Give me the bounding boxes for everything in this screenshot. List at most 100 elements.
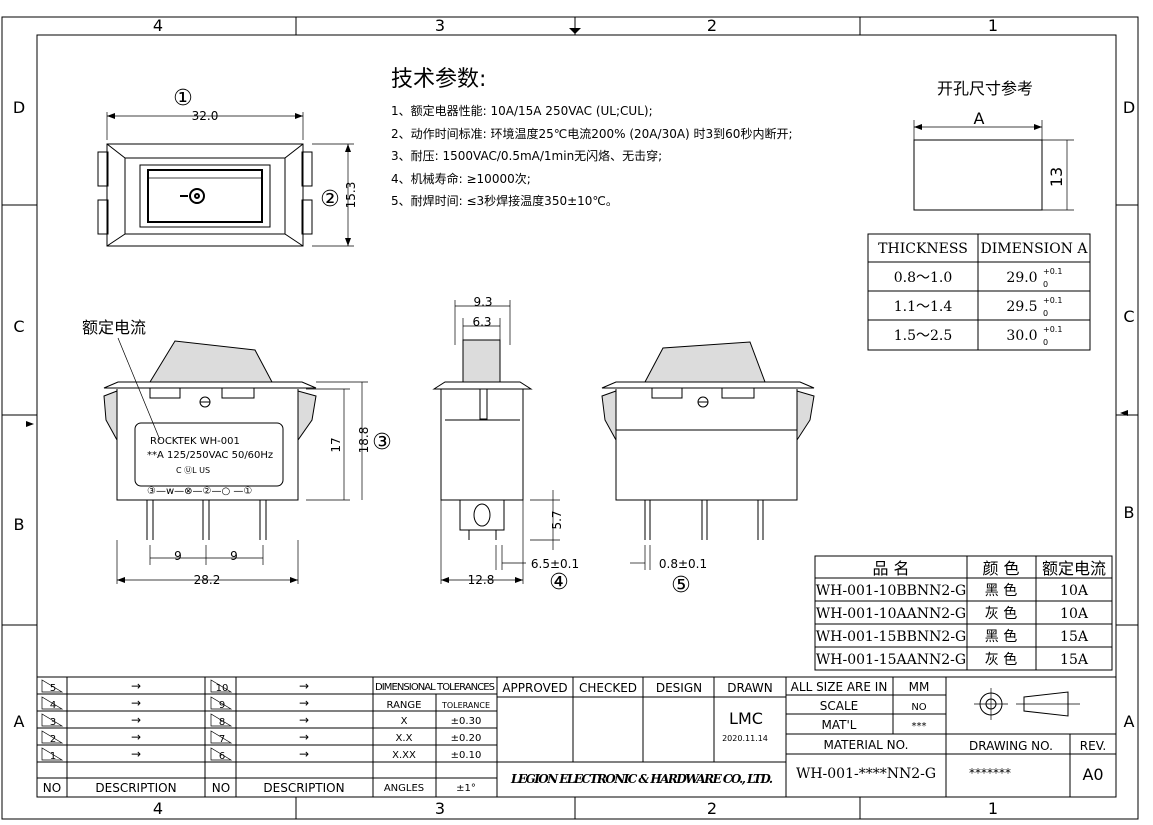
svg-text:WH-001-10BBNN2-G: WH-001-10BBNN2-G — [816, 583, 967, 599]
zone-col-1-top: 1 — [988, 16, 998, 35]
zone-row-c-left: C — [13, 317, 24, 336]
revision-arrow-icon: → — [131, 679, 141, 693]
zone-row-d-left: D — [13, 98, 25, 117]
inner-border — [36, 34, 1117, 798]
revision-number: 1 — [50, 751, 56, 762]
dim-right-0-8: 0.8±0.1 — [659, 557, 707, 571]
product-color-header: 颜 色 — [982, 559, 1019, 578]
svg-text:+0.1: +0.1 — [1043, 267, 1062, 276]
switch-label-brand: ROCKTEK WH-001 — [150, 436, 240, 447]
svg-text:29.0: 29.0 — [1006, 270, 1037, 286]
svg-text:黑 色: 黑 色 — [985, 628, 1017, 645]
size-label: ALL SIZE ARE IN — [791, 680, 888, 694]
revision-number: 10 — [216, 683, 229, 694]
zone-row-b-right: B — [1124, 503, 1135, 522]
revision-arrow-icon: → — [131, 730, 141, 744]
zone-row-a-left: A — [14, 712, 25, 731]
checked-header: CHECKED — [579, 681, 637, 695]
tolerance-range-header: RANGE — [387, 700, 422, 711]
zone-col-4-bottom: 4 — [153, 799, 163, 818]
product-current-header: 额定电流 — [1042, 559, 1106, 578]
svg-text:30.0: 30.0 — [1006, 328, 1037, 344]
svg-text:WH-001-15BBNN2-G: WH-001-15BBNN2-G — [816, 629, 967, 645]
tolerance-value: ±0.10 — [451, 750, 482, 761]
center-arrow-left-icon — [26, 421, 34, 427]
switch-label-schematic: ③—w—⊗—②—○ —① — [147, 486, 252, 497]
scale-value: NO — [911, 702, 926, 713]
svg-text:黑 色: 黑 色 — [985, 582, 1017, 599]
tolerance-value: ±1° — [456, 783, 476, 794]
revision-arrow-icon: → — [131, 696, 141, 710]
back-view-switch — [601, 341, 815, 570]
scale-label: SCALE — [820, 699, 858, 713]
zone-ticks — [2, 17, 1138, 819]
rev-value: A0 — [1082, 765, 1103, 784]
outer-border — [1, 16, 1139, 820]
tolerance-range: X — [401, 716, 408, 727]
dim-mid-12-8: 12.8 — [468, 573, 495, 587]
material-label: MAT'L — [822, 718, 857, 732]
design-header: DESIGN — [656, 681, 702, 695]
zone-col-4-top: 4 — [153, 16, 163, 35]
dim-mid-9-3: 9.3 — [473, 295, 492, 309]
rated-current-note: 额定电流 — [82, 318, 146, 337]
dim-base-width: 28.2 — [194, 573, 221, 587]
tolerance-range: X.X — [396, 733, 413, 744]
zone-row-b-left: B — [14, 515, 25, 534]
zone-row-a-right: A — [1124, 712, 1135, 731]
tolerance-range: ANGLES — [384, 783, 424, 794]
svg-text:0: 0 — [1043, 309, 1048, 318]
switch-label-rating: **A 125/250VAC 50/60Hz — [147, 450, 273, 461]
title-block-grid — [37, 676, 1116, 797]
size-unit: MM — [909, 680, 930, 694]
svg-text:1.1～1.4: 1.1～1.4 — [894, 299, 953, 315]
revision-arrow-icon: → — [299, 679, 309, 693]
svg-text:15A: 15A — [1060, 652, 1089, 668]
switch-label-cert: C ⓊL US — [176, 466, 210, 475]
specs-title: 技术参数: — [391, 67, 486, 92]
dim-top-width: 32.0 — [192, 109, 219, 123]
callout-5: ⑤ — [671, 573, 691, 598]
svg-text:29.5: 29.5 — [1006, 299, 1037, 315]
side-view-switch — [432, 300, 560, 584]
tolerances-title: DIMENSIONAL TOLERANCES — [375, 682, 495, 693]
revision-arrow-icon: → — [299, 747, 309, 761]
revision-number: 6 — [219, 751, 225, 762]
svg-text:灰 色: 灰 色 — [985, 605, 1017, 622]
dim-side-18-8: 18.8 — [357, 427, 371, 454]
revision-triangles — [41, 679, 233, 761]
drawn-by: LMC — [729, 709, 763, 728]
svg-text:0.8～1.0: 0.8～1.0 — [894, 270, 953, 286]
dim-pitch-2: 9 — [230, 549, 238, 563]
svg-text:灰 色: 灰 色 — [985, 651, 1017, 668]
callout-1: ① — [173, 86, 193, 111]
svg-text:+0.1: +0.1 — [1043, 296, 1062, 305]
callout-2: ② — [320, 187, 340, 212]
callout-4: ④ — [549, 570, 569, 595]
product-row: WH-001-10BBNN2-G 黑 色 10A — [816, 582, 1089, 599]
svg-text:+0.1: +0.1 — [1043, 325, 1062, 334]
dim-mid-6-3: 6.3 — [472, 315, 491, 329]
zone-col-2-top: 2 — [707, 16, 717, 35]
product-row: WH-001-15AANN2-G 灰 色 15A — [816, 651, 1089, 668]
revision-desc-label: DESCRIPTION — [95, 781, 176, 795]
cutout-title: 开孔尺寸参考 — [937, 79, 1033, 98]
thickness-row: 0.8～1.0 29.0 +0.1 0 — [894, 267, 1063, 289]
material-no: WH-001-****NN2-G — [796, 766, 936, 782]
center-arrow-right-icon — [1120, 410, 1128, 416]
cutout-dim-h: 13 — [1047, 167, 1066, 187]
product-name-header: 品 名 — [872, 559, 909, 578]
revision-number: 9 — [219, 700, 225, 711]
drawing-no-label: DRAWING NO. — [969, 739, 1053, 753]
spec-line-1: 1、额定电器性能: 10A/15A 250VAC (UL;CUL); — [391, 103, 653, 118]
svg-text:15A: 15A — [1060, 629, 1089, 645]
dim-mid-5-7: 5.7 — [550, 510, 564, 529]
spec-line-2: 2、动作时间标准: 环境温度25℃电流200% (20A/30A) 时3到60秒… — [391, 126, 793, 141]
revision-no-label: NO — [43, 781, 61, 795]
spec-line-3: 3、耐压: 1500VAC/0.5mA/1min无闪烙、无击穿; — [391, 148, 662, 163]
revision-no-label: NO — [212, 781, 230, 795]
zone-row-d-right: D — [1123, 98, 1135, 117]
product-row: WH-001-10AANN2-G 灰 色 10A — [816, 605, 1089, 622]
revision-number: 2 — [50, 734, 56, 745]
svg-text:1.5～2.5: 1.5～2.5 — [894, 328, 953, 344]
